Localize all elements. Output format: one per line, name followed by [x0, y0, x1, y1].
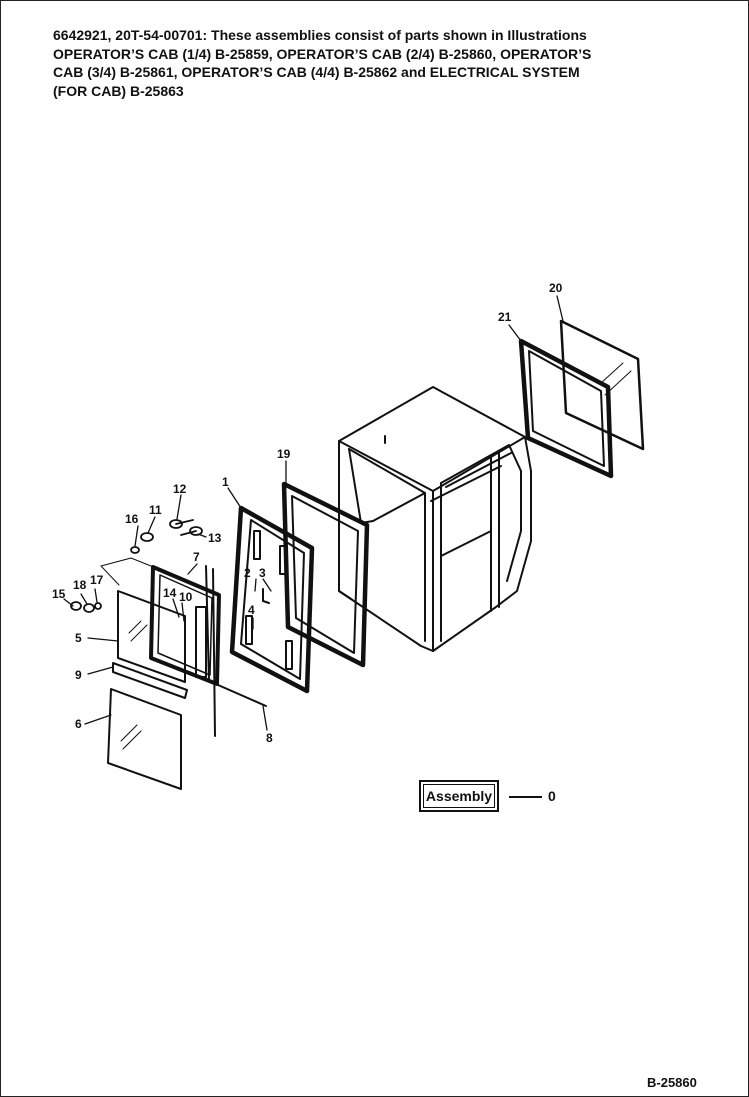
description-line-1: 6642921, 20T-54-00701: These assemblies …: [53, 27, 587, 43]
callout-3: 3: [259, 566, 266, 580]
drawing-number: B-25860: [647, 1075, 697, 1090]
assembly-leader-line: [509, 796, 542, 798]
part-21-rear-seal: [518, 338, 614, 479]
callout-6: 6: [75, 717, 82, 731]
hardware-fasteners: [70, 519, 203, 613]
assembly-box: Assembly: [419, 780, 499, 812]
callout-19: 19: [277, 447, 291, 461]
callout-17: 17: [90, 573, 104, 587]
callout-numbers: 1 2 3 4 5 6 7 8 9 10 11 12 13 14 15 16 1…: [52, 281, 563, 745]
callout-11: 11: [149, 503, 162, 517]
callout-1: 1: [222, 475, 229, 489]
callout-14: 14: [163, 586, 177, 600]
assembly-number: 0: [548, 788, 556, 804]
leader-lines: [63, 295, 564, 731]
callout-15: 15: [52, 587, 66, 601]
callout-9: 9: [75, 668, 82, 682]
assembly-label: Assembly: [425, 788, 493, 804]
part-5-upper-glass: [117, 590, 186, 683]
part-19-door-seal: [281, 481, 370, 668]
callout-16: 16: [125, 512, 139, 526]
callout-5: 5: [75, 631, 82, 645]
assembly-description: 6642921, 20T-54-00701: These assemblies …: [53, 26, 713, 100]
description-line-2: OPERATOR’S CAB (1/4) B-25859, OPERATOR’S…: [53, 45, 592, 62]
callout-4: 4: [248, 603, 255, 617]
callout-10: 10: [179, 590, 193, 604]
part-1-door-frame: [229, 505, 315, 694]
part-9-rail: [112, 662, 188, 699]
description-line-4: (FOR CAB) B-25863: [53, 82, 184, 99]
part-7-window-frame: [149, 565, 221, 686]
callout-21: 21: [498, 310, 512, 324]
exploded-view-drawing: 1 2 3 4 5 6 7 8 9 10 11 12 13 14 15 16 1…: [52, 281, 645, 790]
description-line-3: CAB (3/4) B-25861, OPERATOR’S CAB (4/4) …: [53, 64, 580, 80]
callout-12: 12: [173, 482, 187, 496]
callout-18: 18: [73, 578, 87, 592]
callout-7: 7: [193, 550, 200, 564]
callout-8: 8: [266, 731, 273, 745]
cab-body: [338, 386, 532, 652]
callout-13: 13: [208, 531, 222, 545]
part-20-rear-glass: [559, 319, 645, 451]
callout-2: 2: [244, 566, 251, 580]
callout-20: 20: [549, 281, 563, 295]
part-6-lower-glass: [107, 688, 182, 790]
